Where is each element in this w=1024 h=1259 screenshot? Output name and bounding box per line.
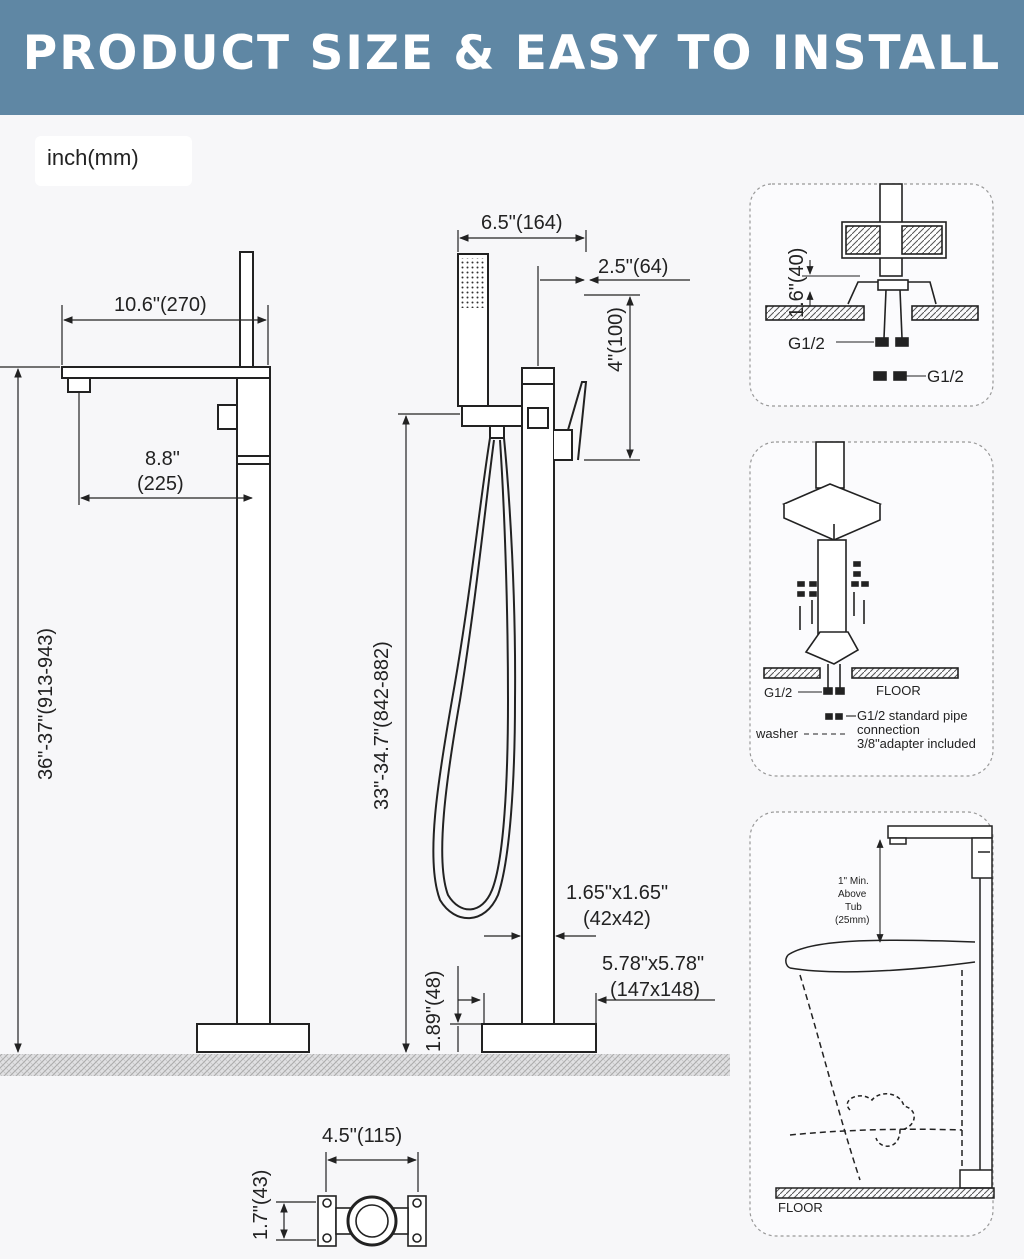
mounting-bracket-drawing (317, 1195, 427, 1247)
unit-note-box (35, 136, 192, 186)
spout-reach-label-top: 8.8" (145, 448, 180, 470)
mounting-floor-label: FLOOR (876, 683, 921, 698)
install-depth-drawing (765, 183, 979, 381)
base-size-label-bottom: (147x148) (610, 979, 700, 1001)
clearance-line2: Above (838, 889, 867, 900)
bracket-height-label: 1.7"(43) (250, 1170, 272, 1240)
install-depth-dimension (802, 260, 926, 377)
mounting-pipe-label: G1/2 (764, 685, 792, 700)
unit-note: inch(mm) (47, 145, 139, 170)
base-size-label-top: 5.78"x5.78" (602, 953, 704, 975)
handle-height-label: 4"(100) (605, 307, 627, 372)
column-size-label-top: 1.65"x1.65" (566, 882, 668, 904)
column-size-label-bottom: (42x42) (583, 908, 651, 930)
mounting-note-line1: G1/2 standard pipe (857, 708, 968, 723)
side-view-dimension-lines (0, 305, 269, 1053)
holder-height-label: 33"-34.7"(842-882) (371, 641, 393, 810)
bracket-width-label: 4.5"(115) (322, 1125, 402, 1147)
front-view-dimension-lines (398, 230, 715, 1053)
washer-label: washer (755, 726, 799, 741)
base-height-label: 1.89"(48) (423, 970, 445, 1052)
front-view-faucet (432, 253, 597, 1053)
mounting-note-line2: connection (857, 722, 920, 737)
bracket-dimension-lines (276, 1152, 419, 1241)
handle-offset-label: 2.5"(64) (598, 256, 668, 278)
clearance-line3: Tub (845, 902, 862, 913)
install-depth-label: 1.6"(40) (786, 248, 808, 318)
clearance-line1: 1" Min. (838, 876, 869, 887)
tub-floor-label: FLOOR (778, 1200, 823, 1215)
floor-band (0, 1054, 730, 1076)
header-banner (0, 0, 1024, 115)
spout-reach-label-bottom: (225) (137, 473, 184, 495)
tub-drawing (775, 825, 995, 1199)
page-title: PRODUCT SIZE & EASY TO INSTALL (22, 26, 1002, 81)
tub-clearance-panel (749, 811, 994, 1237)
spout-length-label: 10.6"(270) (114, 294, 207, 316)
mounting-note-line3: 3/8"adapter included (857, 736, 976, 751)
total-height-label: 36"-37"(913-943) (35, 628, 57, 780)
clearance-line4: (25mm) (835, 915, 869, 926)
mounting-leader-lines (798, 691, 856, 735)
side-view-faucet (61, 251, 310, 1053)
pipe-left-label: G1/2 (788, 334, 825, 353)
pipe-right-label: G1/2 (927, 367, 964, 386)
mounting-drawing (763, 441, 959, 720)
handshower-offset-label: 6.5"(164) (481, 212, 563, 234)
